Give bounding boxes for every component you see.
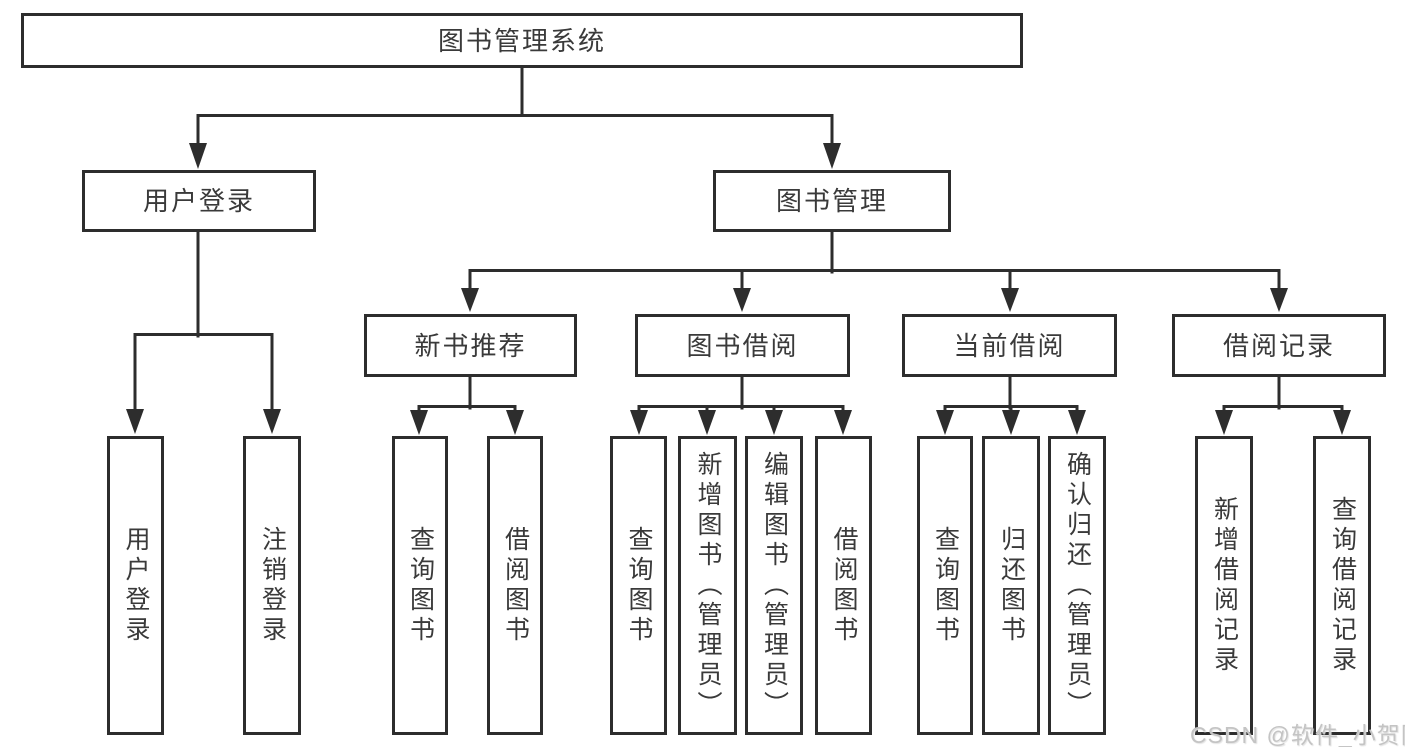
leaf-borrow-books-borrowing: 借阅图书 — [815, 436, 872, 735]
node-book-management: 图书管理 — [713, 170, 951, 232]
leaf-confirm-return-admin: 确认归还（管理员） — [1048, 436, 1106, 735]
node-book-borrowing: 图书借阅 — [635, 314, 850, 377]
leaf-query-books-borrowing: 查询图书 — [610, 436, 667, 735]
leaf-add-books-admin: 新增图书（管理员） — [678, 436, 737, 735]
node-current-borrowing: 当前借阅 — [902, 314, 1117, 377]
leaf-query-books-current: 查询图书 — [917, 436, 973, 735]
node-user-login: 用户登录 — [82, 170, 316, 232]
leaf-borrow-books-recommend: 借阅图书 — [487, 436, 543, 735]
leaf-query-books-recommend: 查询图书 — [392, 436, 448, 735]
watermark: CSDN @软件_小贺同学 — [1190, 722, 1405, 747]
leaf-logout: 注销登录 — [243, 436, 301, 735]
leaf-edit-books-admin: 编辑图书（管理员） — [745, 436, 803, 735]
node-borrow-records: 借阅记录 — [1172, 314, 1386, 377]
leaf-query-borrow-record: 查询借阅记录 — [1313, 436, 1371, 735]
leaf-return-books: 归还图书 — [982, 436, 1040, 735]
leaf-add-borrow-record: 新增借阅记录 — [1195, 436, 1253, 735]
leaf-user-login: 用户登录 — [107, 436, 164, 735]
node-root: 图书管理系统 — [21, 13, 1023, 68]
node-new-book-recommend: 新书推荐 — [364, 314, 577, 377]
